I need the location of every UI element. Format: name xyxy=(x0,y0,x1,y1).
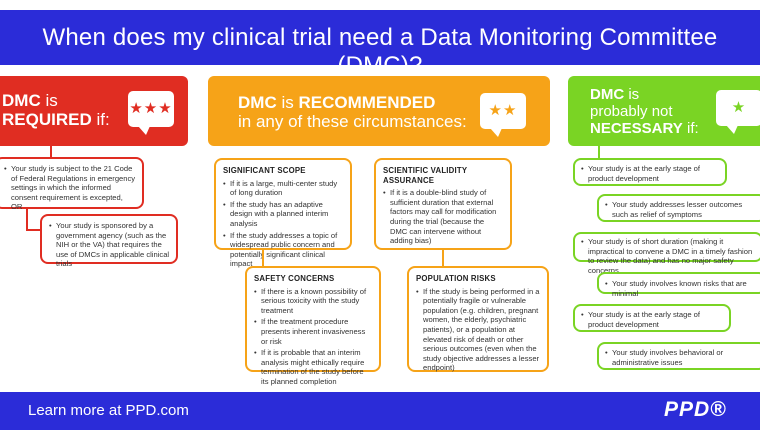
recommended-header-lead: DMC xyxy=(238,93,277,112)
population-risks-box: POPULATION RISKS If the study is being p… xyxy=(407,266,549,372)
required-item-2-text: Your study is sponsored by a government … xyxy=(49,221,170,269)
not-necessary-header-tail: if: xyxy=(686,120,699,137)
not-necessary-item-6: Your study involves behavioral or admini… xyxy=(597,342,760,370)
list-item: If it is probable that an interim analys… xyxy=(254,348,372,386)
recommended-header: DMC is RECOMMENDED in any of these circu… xyxy=(208,76,550,146)
recommended-header-strong: RECOMMENDED xyxy=(298,93,436,112)
recommended-header-text: DMC is RECOMMENDED in any of these circu… xyxy=(238,93,467,131)
required-header-strong: REQUIRED xyxy=(2,110,92,129)
population-risks-heading: POPULATION RISKS xyxy=(416,274,496,283)
required-header: DMC is REQUIRED if: ★★★ xyxy=(0,76,188,146)
page-title: When does my clinical trial need a Data … xyxy=(42,24,718,79)
not-necessary-item-1-text: Your study is at the early stage of prod… xyxy=(581,164,719,183)
one-star-icon: ★ xyxy=(731,99,747,116)
required-header-text: DMC is REQUIRED if: xyxy=(2,91,110,129)
bottom-strip xyxy=(0,430,760,440)
significant-scope-heading: SIGNIFICANT SCOPE xyxy=(223,166,306,175)
one-star-bubble-icon: ★ xyxy=(716,90,760,134)
not-necessary-header-line2: probably not xyxy=(590,103,673,120)
scientific-validity-heading: SCIENTIFIC VALIDITY ASSURANCE xyxy=(383,166,468,185)
not-necessary-item-1: Your study is at the early stage of prod… xyxy=(573,158,727,186)
list-item: If the study is being performed in a pot… xyxy=(416,287,540,373)
list-item: If it is a double-blind study of suffici… xyxy=(383,188,503,246)
scientific-validity-box: SCIENTIFIC VALIDITY ASSURANCE If it is a… xyxy=(374,158,512,250)
not-necessary-item-3-text: Your study is of short duration (making … xyxy=(581,237,755,275)
safety-concerns-heading: SAFETY CONCERNS xyxy=(254,274,335,283)
required-item-1-text: Your study is subject to the 21 Code of … xyxy=(4,164,136,212)
list-item: If the study addresses a topic of widesp… xyxy=(223,231,343,269)
required-header-mid: is xyxy=(45,91,58,110)
three-star-bubble-icon: ★★★ xyxy=(128,91,174,135)
scope-connector xyxy=(262,250,264,266)
list-item: If it is a large, multi-center study of … xyxy=(223,179,343,198)
top-strip xyxy=(0,0,760,10)
not-necessary-header-mid: is xyxy=(628,86,640,103)
required-item-1: Your study is subject to the 21 Code of … xyxy=(0,157,144,212)
not-necessary-header-strong: NECESSARY xyxy=(590,120,683,137)
not-necessary-item-5: Your study is at the early stage of prod… xyxy=(573,304,731,332)
required-connector-3 xyxy=(26,229,40,231)
recommended-header-mid: is xyxy=(281,93,294,112)
title-banner xyxy=(0,10,760,65)
list-item: If the treatment procedure presents inhe… xyxy=(254,317,372,346)
not-necessary-item-6-text: Your study involves behavioral or admini… xyxy=(605,348,759,367)
not-necessary-item-2: Your study addresses lesser outcomes suc… xyxy=(597,194,760,222)
validity-connector xyxy=(442,250,444,266)
recommended-header-sub: in any of these circumstances: xyxy=(238,112,467,131)
two-stars-icon: ★★ xyxy=(488,102,518,119)
green-connector xyxy=(598,146,600,158)
not-necessary-header-text: DMC is probably not NECESSARY if: xyxy=(590,86,699,137)
three-stars-icon: ★★★ xyxy=(129,100,173,117)
learn-more-link[interactable]: Learn more at PPD.com xyxy=(28,402,189,419)
list-item: If there is a known possibility of serio… xyxy=(254,287,372,316)
two-star-bubble-icon: ★★ xyxy=(480,93,526,137)
significant-scope-box: SIGNIFICANT SCOPE If it is a large, mult… xyxy=(214,158,352,268)
not-necessary-header-lead: DMC xyxy=(590,86,625,103)
not-necessary-item-4: Your study involves known risks that are… xyxy=(597,272,760,298)
not-necessary-item-5-text: Your study is at the early stage of prod… xyxy=(581,310,723,329)
not-necessary-item-3: Your study is of short duration (making … xyxy=(573,232,760,275)
not-necessary-item-2-text: Your study addresses lesser outcomes suc… xyxy=(605,200,759,219)
not-necessary-item-4-text: Your study involves known risks that are… xyxy=(605,279,759,298)
required-connector xyxy=(50,146,52,158)
required-header-lead: DMC xyxy=(2,91,41,110)
required-header-tail: if: xyxy=(96,110,110,129)
ppd-logo: PPD® xyxy=(664,398,727,421)
not-necessary-header: DMC is probably not NECESSARY if: ★ xyxy=(568,76,760,146)
required-item-2: Your study is sponsored by a government … xyxy=(40,214,178,268)
list-item: If the study has an adaptive design with… xyxy=(223,200,343,229)
safety-concerns-box: SAFETY CONCERNS If there is a known poss… xyxy=(245,266,381,386)
required-connector-2 xyxy=(26,209,28,229)
footer-banner xyxy=(0,392,760,430)
